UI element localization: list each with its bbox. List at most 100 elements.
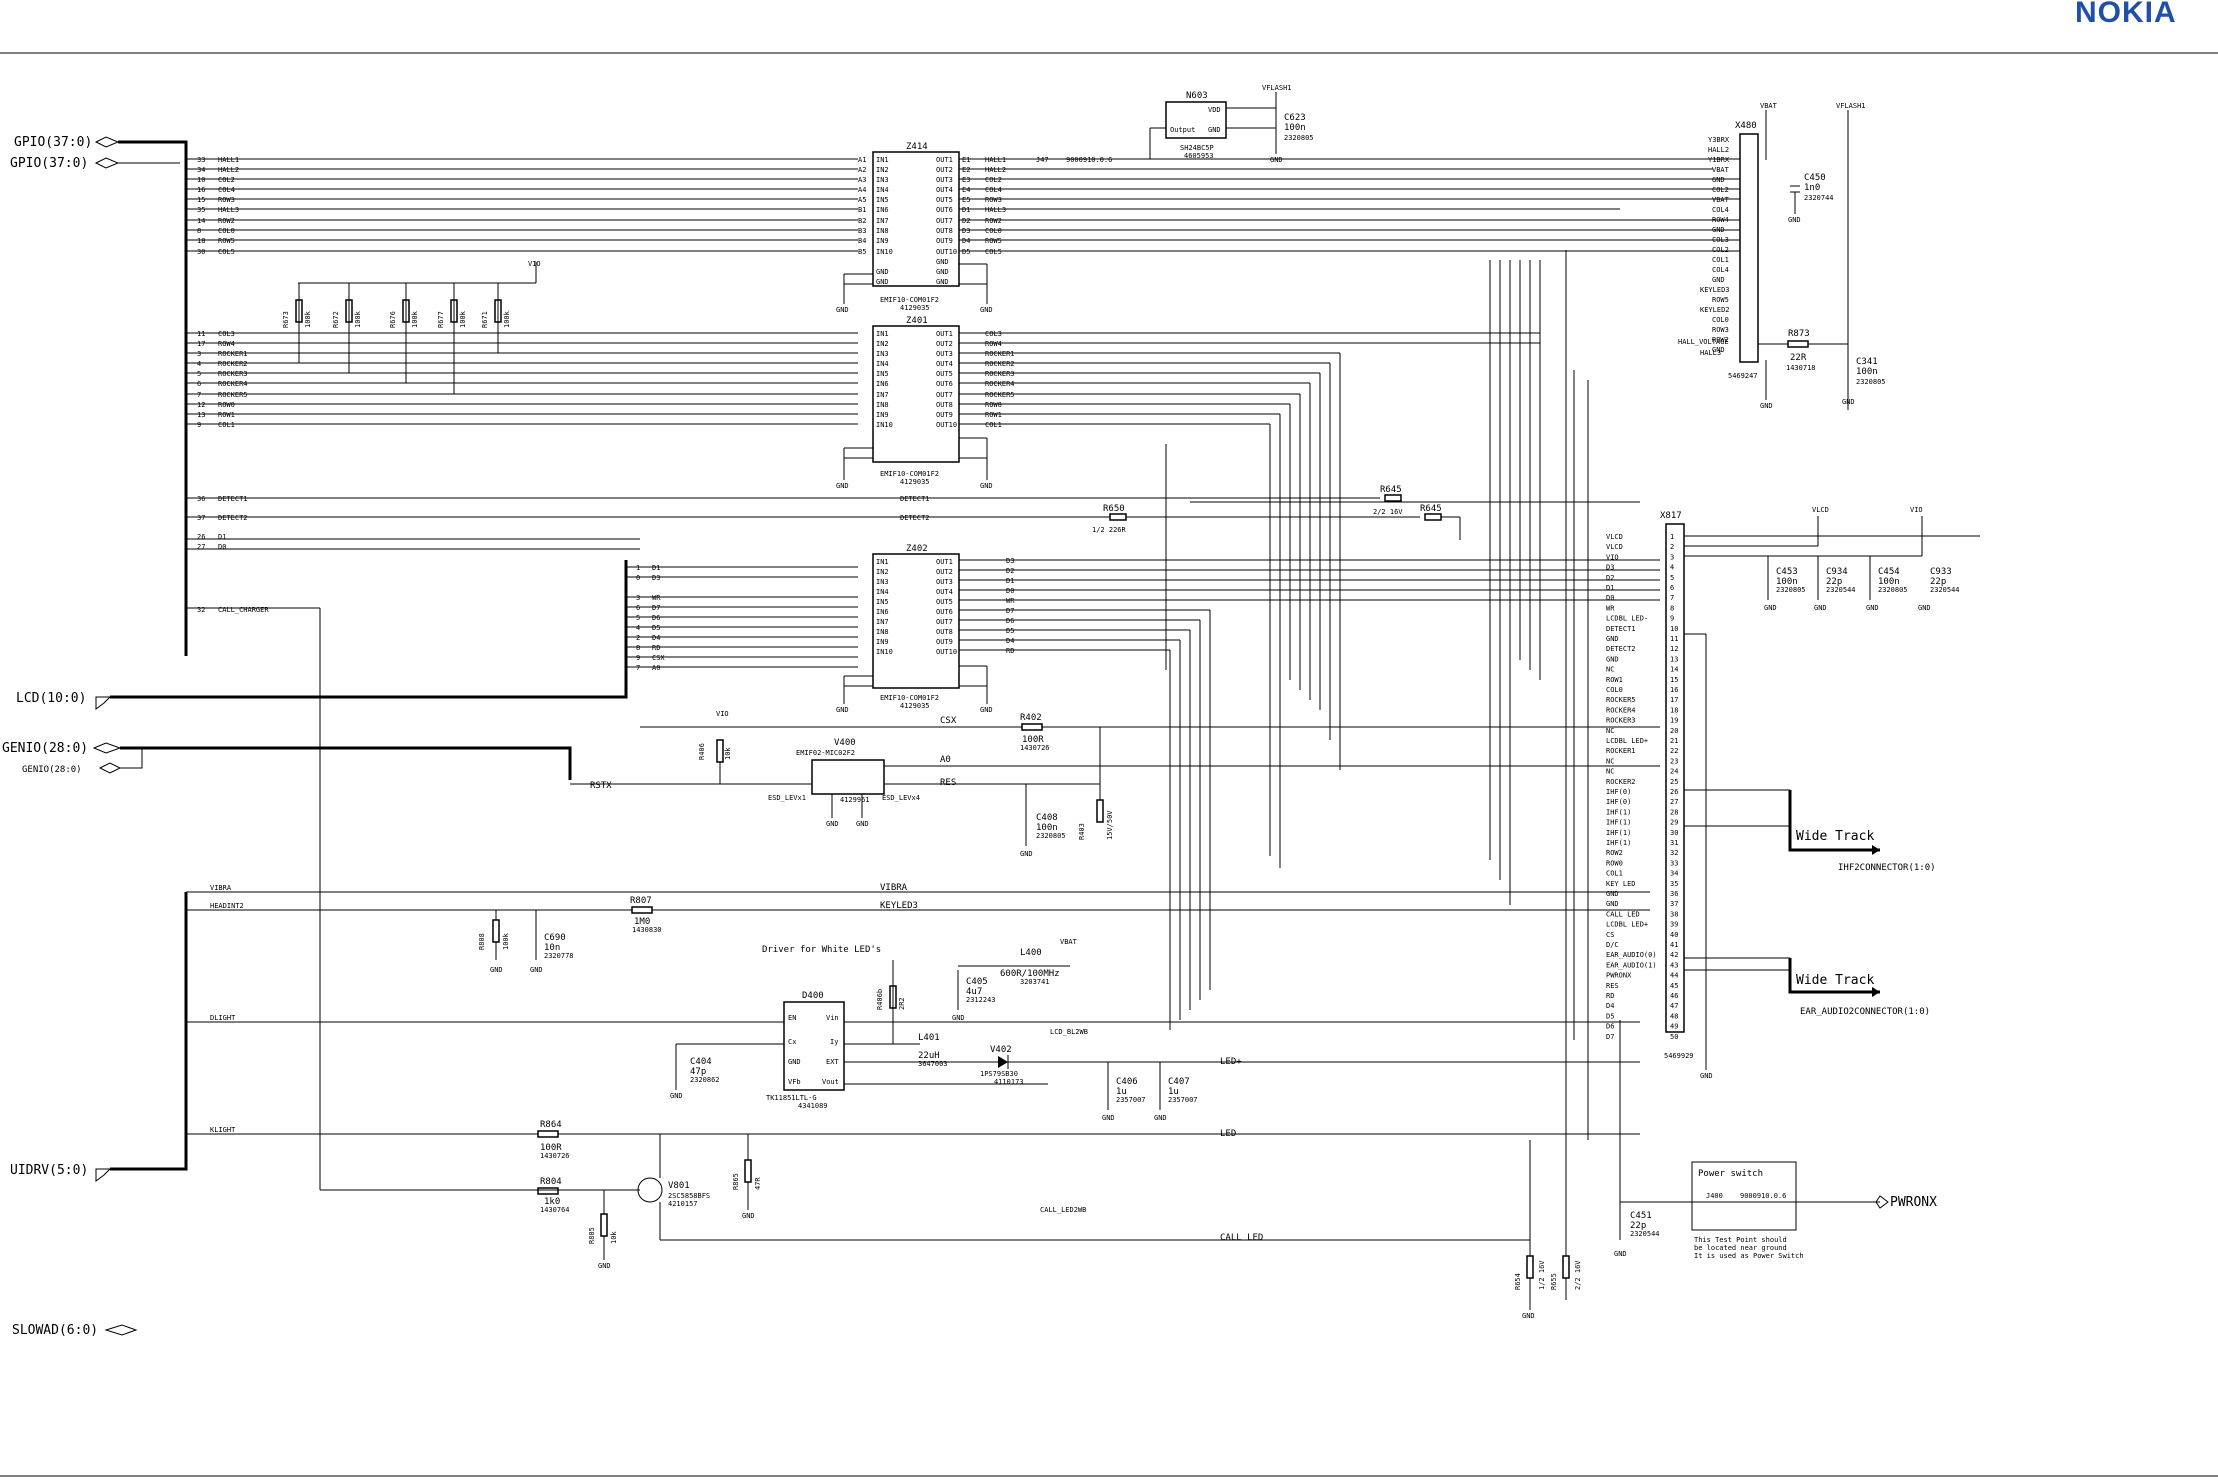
svg-text:34: 34 [197, 166, 205, 174]
svg-text:OUT9: OUT9 [936, 237, 953, 245]
svg-text:R650: R650 [1103, 504, 1125, 514]
svg-text:GND: GND [876, 278, 889, 286]
svg-text:D5: D5 [652, 624, 660, 632]
svg-text:ROW3: ROW3 [1712, 326, 1729, 334]
svg-text:COL1: COL1 [985, 421, 1002, 429]
svg-text:GND: GND [1712, 176, 1725, 184]
svg-text:VFb: VFb [788, 1078, 801, 1086]
svg-text:2320805: 2320805 [1856, 378, 1886, 386]
svg-text:TK11851LTL-G: TK11851LTL-G [766, 1094, 817, 1102]
x817-pin-label: ROCKER4 [1606, 706, 1636, 714]
svg-text:100k: 100k [354, 310, 362, 328]
svg-text:IN4: IN4 [876, 588, 889, 596]
svg-text:IN9: IN9 [876, 237, 889, 245]
svg-text:GND: GND [742, 1212, 755, 1220]
svg-text:3203741: 3203741 [1020, 978, 1050, 986]
x817-pin-label: KEY LED [1606, 880, 1636, 888]
uidrv-port[interactable]: UIDRV(5:0) [10, 1163, 112, 1182]
x817-pin-number: 41 [1670, 941, 1678, 949]
svg-text:ROW3: ROW3 [985, 196, 1002, 204]
svg-text:CALL_CHARGER: CALL_CHARGER [218, 606, 269, 614]
svg-text:Z414: Z414 [906, 142, 928, 152]
detect-signals: 36 DETECT1 37 DETECT2 DETECT1 DETECT2 26… [186, 495, 1420, 1190]
svg-text:GND: GND [1102, 1114, 1115, 1122]
svg-text:2320544: 2320544 [1826, 586, 1856, 594]
svg-text:A4: A4 [858, 186, 866, 194]
svg-text:C341: C341 [1856, 357, 1878, 367]
lcd-port[interactable]: LCD(10:0) [16, 691, 112, 710]
svg-text:HALL3: HALL3 [1700, 349, 1721, 357]
gpio-port-a[interactable]: GPIO(37:0) [14, 135, 120, 150]
svg-text:COL4: COL4 [1712, 206, 1729, 214]
svg-text:GND: GND [1020, 850, 1033, 858]
x817-pin-number: 19 [1670, 717, 1678, 725]
svg-text:KEYLED3: KEYLED3 [880, 901, 918, 911]
svg-text:R402: R402 [1020, 713, 1042, 723]
x817-pin-label: GND [1606, 900, 1619, 908]
svg-text:D7: D7 [1006, 607, 1014, 615]
svg-text:COL2: COL2 [985, 176, 1002, 184]
svg-text:GND: GND [1208, 126, 1221, 134]
svg-text:ROW5: ROW5 [218, 237, 235, 245]
svg-text:ROCKER5: ROCKER5 [218, 391, 248, 399]
svg-text:UIDRV(5:0): UIDRV(5:0) [10, 1163, 88, 1178]
svg-text:VFLASH1: VFLASH1 [1836, 102, 1866, 110]
svg-text:4u7: 4u7 [966, 987, 982, 997]
svg-text:37: 37 [197, 514, 205, 522]
gpio-port-b[interactable]: GPIO(37:0) [10, 156, 120, 171]
svg-text:OUT2: OUT2 [936, 340, 953, 348]
svg-text:GND: GND [1712, 346, 1725, 354]
svg-text:IN9: IN9 [876, 638, 889, 646]
svg-text:COL5: COL5 [985, 248, 1002, 256]
uidrv-bus [110, 892, 188, 1171]
svg-text:VIO: VIO [1910, 506, 1923, 514]
svg-text:R864: R864 [540, 1120, 562, 1130]
svg-text:EAR_AUDIO2CONNECTOR(1:0): EAR_AUDIO2CONNECTOR(1:0) [1800, 1007, 1930, 1017]
x817-pin-number: 15 [1670, 676, 1678, 684]
genio-port-a[interactable]: GENIO(28:0) [2, 741, 122, 756]
svg-text:IN2: IN2 [876, 340, 889, 348]
x817-pin-number: 45 [1670, 982, 1678, 990]
x817-pin-number: 18 [1670, 706, 1678, 714]
svg-text:ROW5: ROW5 [985, 237, 1002, 245]
x817-pin-number: 10 [1670, 625, 1678, 633]
svg-text:ROW2: ROW2 [218, 217, 235, 225]
svg-text:22p: 22p [1930, 577, 1946, 587]
x817-pin-label: ROCKER1 [1606, 747, 1636, 755]
svg-text:4605953: 4605953 [1184, 152, 1214, 160]
x817-pin-number: 16 [1670, 686, 1678, 694]
svg-text:GND: GND [490, 966, 503, 974]
x817-pin-number: 40 [1670, 931, 1678, 939]
svg-text:10k: 10k [610, 1231, 618, 1244]
x817-pin-label: ROCKER5 [1606, 696, 1636, 704]
svg-text:Driver for White LED's: Driver for White LED's [762, 945, 881, 955]
svg-text:LED+: LED+ [1220, 1057, 1242, 1067]
pwronx-port[interactable]: PWRONX [1875, 1195, 1937, 1210]
svg-text:R808: R808 [478, 933, 486, 950]
svg-text:IN7: IN7 [876, 217, 889, 225]
svg-text:E3: E3 [962, 176, 970, 184]
rstx-label: RSTX [590, 781, 612, 791]
svg-text:ROW2: ROW2 [985, 217, 1002, 225]
svg-text:ROW4: ROW4 [1712, 216, 1729, 224]
svg-text:R676: R676 [389, 311, 397, 328]
svg-text:IN3: IN3 [876, 350, 889, 358]
x817-pin-label: VIO [1606, 553, 1619, 561]
svg-text:2320744: 2320744 [1804, 194, 1834, 202]
svg-text:13: 13 [197, 411, 205, 419]
svg-text:OUT2: OUT2 [936, 568, 953, 576]
x817-pin-number: 7 [1670, 594, 1674, 602]
svg-text:GND: GND [1522, 1312, 1535, 1320]
svg-text:EMIF10-COM01F2: EMIF10-COM01F2 [880, 296, 939, 304]
svg-text:GND: GND [670, 1092, 683, 1100]
svg-text:GND: GND [936, 278, 949, 286]
slowad-port[interactable]: SLOWAD(6:0) [12, 1323, 138, 1338]
x817-pin-number: 39 [1670, 921, 1678, 929]
genio-port-b[interactable]: GENIO(28:0) [22, 762, 122, 775]
svg-text:HALL_VOLTAGE: HALL_VOLTAGE [1678, 338, 1729, 346]
svg-text:1430726: 1430726 [540, 1152, 570, 1160]
svg-text:ROW4: ROW4 [218, 340, 235, 348]
svg-text:HALL3: HALL3 [218, 206, 239, 214]
